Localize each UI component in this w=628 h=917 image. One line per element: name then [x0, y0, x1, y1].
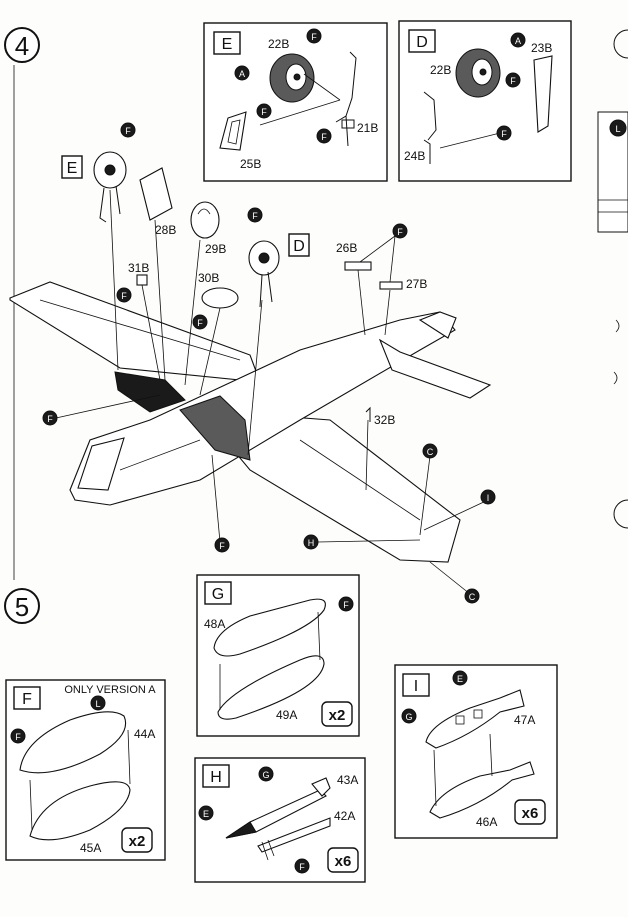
callout-F: F	[197, 318, 203, 328]
callout-F: F	[47, 414, 53, 424]
part-22B-D: 22B	[430, 63, 451, 77]
part-27B: 27B	[406, 277, 427, 291]
callout-F: F	[397, 227, 403, 237]
callout-F: F	[501, 129, 507, 139]
part-43A: 43A	[337, 773, 358, 787]
callout-F: F	[219, 541, 225, 551]
inset-D-title: D	[416, 34, 428, 51]
callout-G: G	[405, 712, 412, 722]
part-25B-E: 25B	[240, 157, 261, 171]
callout-F: F	[261, 107, 267, 117]
part-29B: 29B	[205, 242, 226, 256]
callout-F: F	[121, 291, 127, 301]
callout-I: I	[487, 493, 490, 503]
callout-E: E	[457, 674, 463, 684]
step-5-marker: 5	[4, 588, 40, 624]
part-31B: 31B	[128, 261, 149, 275]
inset-E-title: E	[222, 36, 233, 53]
part-26B: 26B	[336, 241, 357, 255]
callout-F: F	[125, 126, 131, 136]
inset-F-title: F	[22, 691, 32, 708]
callout-F: F	[299, 862, 305, 872]
part-30B: 30B	[198, 271, 219, 285]
callout-E: E	[203, 809, 209, 819]
main-E-label: E	[67, 160, 78, 177]
aircraft-main	[9, 281, 492, 563]
callout-F: F	[343, 600, 349, 610]
inset-H-title: H	[210, 769, 222, 786]
part-21B-E: 21B	[357, 121, 378, 135]
callout-L: L	[95, 699, 100, 709]
step-5-number: 5	[15, 592, 29, 622]
next-page-edge: L	[597, 29, 628, 529]
part-49A: 49A	[276, 708, 297, 722]
part-22B-E: 22B	[268, 37, 289, 51]
inset-I-box: I 47A 46A x6 E G	[394, 664, 558, 839]
callout-C: C	[469, 592, 476, 602]
qty-F: x2	[129, 833, 146, 850]
callout-F: F	[15, 732, 21, 742]
step-4-number: 4	[15, 31, 29, 61]
callout-F: F	[321, 132, 327, 142]
inset-F-box: F ONLY VERSION A 44A 45A x2 L F	[5, 679, 166, 861]
inset-F-note: ONLY VERSION A	[64, 684, 156, 696]
part-24B-D: 24B	[404, 149, 425, 163]
callout-H: H	[308, 538, 315, 548]
part-44A: 44A	[134, 727, 155, 741]
callout-A: A	[239, 69, 245, 79]
part-47A: 47A	[514, 713, 535, 727]
part-28B: 28B	[155, 223, 176, 237]
qty-G: x2	[329, 707, 346, 724]
step-4-marker: 4	[4, 27, 40, 63]
qty-I: x6	[522, 805, 539, 822]
part-45A: 45A	[80, 841, 101, 855]
inset-H-box: H 43A 42A x6 G E F	[194, 757, 366, 883]
part-48A: 48A	[204, 617, 225, 631]
inset-I-title: I	[414, 678, 418, 695]
inset-G-title: G	[212, 586, 224, 603]
callout-C: C	[427, 447, 434, 457]
callout-F: F	[311, 32, 317, 42]
callout-A: A	[515, 36, 521, 46]
callout-G: G	[262, 770, 269, 780]
callout-L-edge: L	[615, 124, 620, 134]
inset-D-box: D 22B 23B 24B A F F	[398, 20, 572, 182]
part-23B-D: 23B	[531, 41, 552, 55]
part-42A: 42A	[334, 809, 355, 823]
inset-G-box: G 48A 49A x2 F	[196, 574, 360, 737]
callout-F: F	[252, 211, 258, 221]
main-parts: E 28B 29B D 31B 30B 26B 27B 32B	[42, 122, 496, 604]
part-46A: 46A	[476, 815, 497, 829]
callout-F: F	[510, 76, 516, 86]
main-D-label: D	[293, 238, 305, 255]
inset-E-box: E 22B 21B 25B F A F F	[203, 22, 388, 182]
qty-H: x6	[335, 853, 352, 870]
part-32B: 32B	[374, 413, 395, 427]
